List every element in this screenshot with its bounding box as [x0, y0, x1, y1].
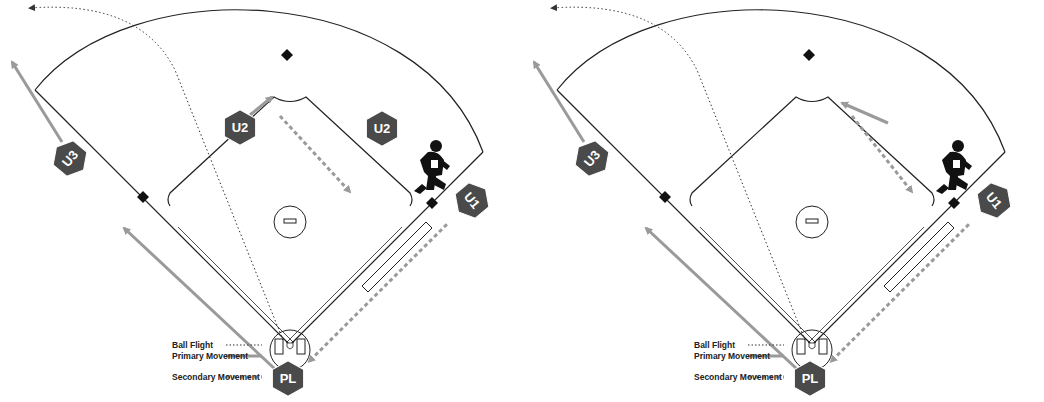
- legend-text: Primary Movement: [172, 351, 248, 361]
- umpire-hexagon: U3: [567, 133, 617, 183]
- umpire-hexagon: PL: [793, 360, 827, 397]
- umpire-hexagon: U3: [45, 133, 95, 183]
- umpire-label: U2: [232, 120, 249, 135]
- umpire-hexagon: U1: [447, 175, 497, 225]
- legend-text: Primary Movement: [694, 351, 770, 361]
- legend-text: Secondary Movement: [172, 372, 260, 382]
- legend-text: Ball Flight: [694, 340, 735, 350]
- secondary-movement-arrow: [309, 224, 447, 361]
- umpire-label: U2: [374, 121, 391, 136]
- umpire-hexagon: PL: [271, 360, 305, 397]
- umpire-hexagon: U2: [365, 110, 399, 147]
- secondary-movement-arrow: [831, 224, 969, 361]
- umpire-label: PL: [802, 371, 819, 386]
- umpire-label: PL: [280, 371, 297, 386]
- umpire-hexagon: U1: [969, 175, 1019, 225]
- legend-text: Ball Flight: [172, 340, 213, 350]
- legend-text: Secondary Movement: [694, 372, 782, 382]
- umpire-hexagon: U2: [223, 109, 257, 146]
